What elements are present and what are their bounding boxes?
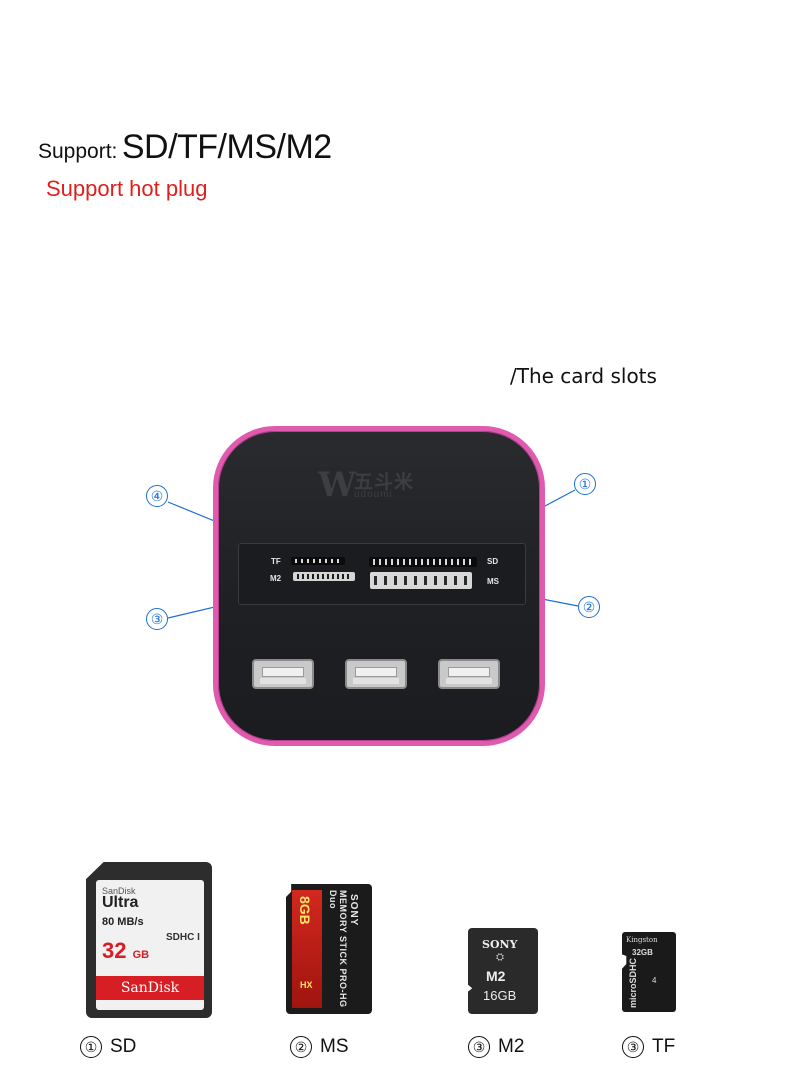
ms-brand: SONY [348, 894, 359, 927]
brand-logo: W 五斗米 udoumi [318, 463, 448, 505]
slot-label-m2: M2 [270, 574, 282, 583]
caption-ms-name: MS [320, 1036, 349, 1057]
ms-card-image: 8GB MEMORY STICK PRO-HG Duo SONY HX [286, 884, 372, 1014]
callout-4: ④ [146, 485, 168, 507]
sd-line: Ultra [102, 894, 139, 911]
support-label: Support: [38, 140, 118, 163]
sd-capacity: 32 [102, 938, 127, 963]
caption-m2: ③ M2 [468, 1036, 524, 1058]
sd-speed: 80 MB/s [102, 916, 144, 928]
slot-panel: TF M2 SD MS [238, 543, 526, 605]
tf-capacity: 32GB [632, 948, 653, 957]
card-slots-title: /The card slots [510, 364, 657, 388]
tf-slot[interactable] [291, 557, 345, 565]
m2-model: M2 [486, 968, 506, 984]
support-line: Support: SD/TF/MS/M2 [38, 128, 332, 167]
m2-slot[interactable] [293, 572, 355, 581]
m2-capacity: 16GB [483, 988, 517, 1003]
logo-sub: udoumi [354, 489, 393, 500]
callout-1: ① [574, 473, 596, 495]
sd-hc-mark: SDHC I [166, 932, 200, 943]
m2-card-image: SONY ⛭ M2 16GB [468, 928, 538, 1014]
m2-brand: SONY [482, 938, 518, 951]
card-reader-hub: W 五斗米 udoumi TF M2 SD MS [213, 426, 545, 746]
tf-class: 4 [652, 976, 657, 985]
caption-m2-name: M2 [498, 1036, 525, 1057]
caption-m2-num: ③ [468, 1036, 490, 1058]
slot-label-tf: TF [271, 557, 281, 566]
tf-brand: Kingston [626, 936, 658, 944]
sd-slot[interactable] [369, 557, 477, 567]
ms-line: MEMORY STICK PRO-HG Duo [328, 890, 348, 1008]
sd-brand-top: SanDisk [102, 886, 136, 896]
sd-brand: SanDisk [120, 980, 180, 996]
ms-slot[interactable] [370, 572, 472, 589]
callout-3: ③ [146, 608, 168, 630]
slot-label-ms: MS [487, 577, 499, 586]
tf-card-image: Kingston 32GB microSDHC 4 [622, 932, 676, 1012]
usb-port-1[interactable] [252, 659, 314, 689]
callout-2: ② [578, 596, 600, 618]
usb-port-2[interactable] [345, 659, 407, 689]
slot-label-sd: SD [487, 557, 499, 566]
ms-capacity: 8GB [297, 896, 313, 925]
caption-tf-name: TF [652, 1036, 676, 1057]
caption-sd-name: SD [110, 1036, 137, 1057]
caption-sd: ① SD [80, 1036, 136, 1058]
hot-plug-note: Support hot plug [46, 176, 208, 201]
caption-tf-num: ③ [622, 1036, 644, 1058]
ms-mark: HX [300, 980, 313, 990]
tf-type: microSDHC [628, 958, 638, 1009]
m2-logo-icon: ⛭ [496, 952, 504, 963]
logo-letter: W [318, 465, 357, 505]
caption-ms-num: ② [290, 1036, 312, 1058]
support-formats: SD/TF/MS/M2 [121, 128, 332, 166]
caption-ms: ② MS [290, 1036, 349, 1058]
logo-cn: 五斗米 [354, 472, 415, 493]
caption-tf: ③ TF [622, 1036, 675, 1058]
caption-sd-num: ① [80, 1036, 102, 1058]
sd-unit: GB [132, 949, 150, 961]
usb-port-3[interactable] [438, 659, 500, 689]
sd-card-image: SanDisk Ultra 80 MB/s SDHC I 32 GB SanDi… [86, 862, 212, 1018]
